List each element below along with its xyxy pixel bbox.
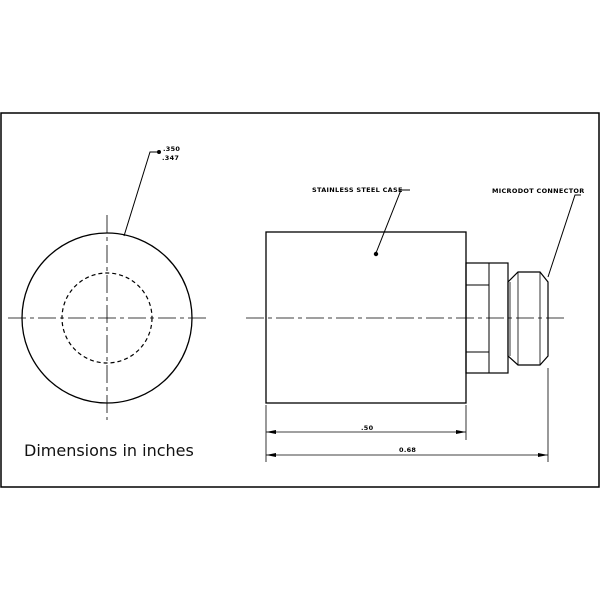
- end-view: [8, 150, 206, 420]
- diameter-lower: .347: [162, 154, 179, 162]
- side-view: [246, 189, 581, 462]
- case-label: STAINLESS STEEL CASE: [312, 186, 403, 194]
- dimension-total-length: 0.68: [399, 446, 416, 454]
- dimension-case-length: .50: [361, 424, 374, 432]
- connector-label: MICRODOT CONNECTOR: [492, 187, 585, 195]
- drawing-border: [0, 112, 600, 488]
- caption: Dimensions in inches: [24, 441, 194, 460]
- diameter-upper: .350: [163, 145, 180, 153]
